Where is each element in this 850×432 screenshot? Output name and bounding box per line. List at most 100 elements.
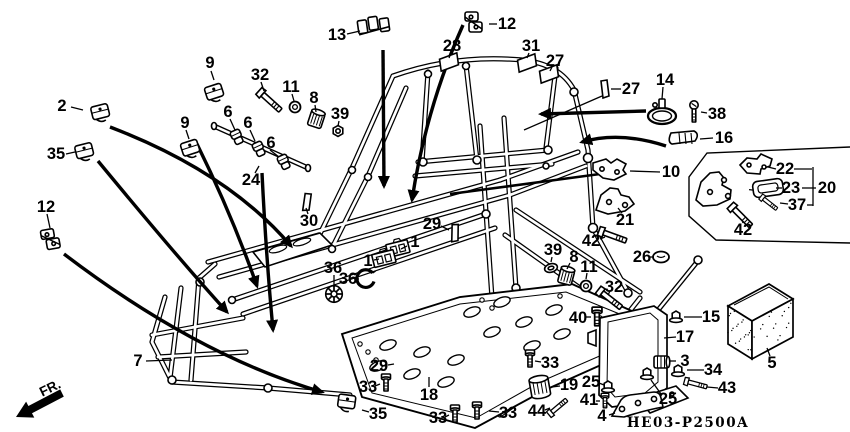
part-callout-26: 26 bbox=[633, 248, 654, 266]
part-number-label: 14 bbox=[656, 71, 675, 89]
part-callout-25: 25 bbox=[582, 373, 605, 391]
part-glyph-21-bracket21 bbox=[594, 187, 636, 215]
part-callout-44: 44 bbox=[528, 402, 551, 420]
part-number-label: 39 bbox=[544, 241, 562, 259]
part-number-label: 35 bbox=[369, 405, 387, 423]
part-glyph-33-boltV bbox=[380, 373, 392, 392]
part-callout-33: 33 bbox=[488, 404, 517, 422]
part-glyph-13-clip3 bbox=[356, 15, 391, 36]
part-glyph-9-clip bbox=[203, 82, 225, 103]
part-number-label: 9 bbox=[205, 54, 214, 72]
part-glyph-16-clip16 bbox=[668, 130, 699, 145]
part-glyph-20-bracket20 bbox=[695, 171, 732, 207]
part-glyph-1-buckle1 bbox=[371, 247, 397, 269]
part-callout-33: 33 bbox=[534, 354, 559, 372]
part-glyph-39-nut39 bbox=[332, 124, 344, 138]
part-callout-15: 15 bbox=[684, 308, 720, 326]
part-number-label: 8 bbox=[569, 248, 578, 266]
part-glyph-36-cRing36 bbox=[355, 268, 376, 289]
pointer-arrow bbox=[96, 159, 230, 315]
part-number-code: HE03-P2500A bbox=[627, 415, 749, 431]
part-glyph-35-clip bbox=[74, 142, 95, 162]
part-glyph-23-pad23 bbox=[748, 177, 785, 199]
part-glyph-37-boltA bbox=[758, 193, 779, 211]
part-glyph-30-flagV bbox=[301, 192, 313, 212]
part-number-label: 25 bbox=[582, 373, 600, 391]
pointer-arrows bbox=[62, 24, 667, 395]
part-number-label: 42 bbox=[734, 221, 752, 239]
part-callout-3: 3 bbox=[670, 352, 690, 370]
part-callout-23: 23 bbox=[776, 179, 800, 197]
part-callout-5: 5 bbox=[766, 347, 777, 372]
part-callout-28: 28 bbox=[443, 37, 461, 59]
part-glyph-25-nutFlange bbox=[600, 380, 616, 394]
part-number-label: 20 bbox=[818, 179, 836, 197]
part-glyph-27-flagV bbox=[600, 79, 610, 100]
part-callout-20: 20 bbox=[818, 179, 836, 197]
part-callout-11: 11 bbox=[282, 78, 300, 102]
part-callout-2: 2 bbox=[57, 97, 84, 115]
part-glyph-31-flag bbox=[516, 52, 538, 74]
part-number-label: 25 bbox=[659, 390, 677, 408]
part-callout-35: 35 bbox=[47, 145, 76, 163]
part-number-label: 27 bbox=[622, 80, 640, 98]
part-number-label: 12 bbox=[498, 15, 516, 33]
part-glyph-6-clamp6 bbox=[229, 128, 244, 146]
part-callout-38: 38 bbox=[700, 105, 726, 123]
part-number-label: 17 bbox=[676, 328, 694, 346]
part-glyph-34-nutFlange bbox=[670, 364, 686, 378]
part-callout-8: 8 bbox=[566, 248, 579, 270]
part-glyph-8-collar8 bbox=[557, 265, 576, 286]
part-callout-42: 42 bbox=[582, 232, 606, 250]
part-callout-40: 40 bbox=[569, 309, 591, 327]
part-number-label: 38 bbox=[708, 105, 726, 123]
part-number-label: 15 bbox=[702, 308, 720, 326]
part-glyph-11-ring bbox=[579, 279, 593, 293]
fr-arrow-icon bbox=[16, 389, 64, 418]
group-20-boundary-box bbox=[688, 146, 850, 244]
part-number-label: 23 bbox=[782, 179, 800, 197]
part-callout-16: 16 bbox=[699, 129, 733, 147]
part-callout-9: 9 bbox=[180, 114, 190, 140]
part-number-label: 27 bbox=[546, 52, 564, 70]
part-glyph-40-boltV bbox=[591, 306, 603, 327]
part-callout-4: 4 bbox=[597, 407, 616, 425]
part-number-label: 21 bbox=[616, 211, 634, 229]
part-glyph-44-boltA bbox=[545, 397, 569, 419]
part-number-label: 19 bbox=[560, 376, 578, 394]
part-glyph-9-clip bbox=[179, 138, 201, 159]
part-number-label: 41 bbox=[580, 391, 598, 409]
part-number-label: 40 bbox=[569, 309, 587, 327]
pointer-arrow bbox=[407, 24, 465, 203]
part-callout-6: 6 bbox=[223, 103, 236, 131]
part-callout-34: 34 bbox=[687, 361, 723, 379]
part-callout-6: 6 bbox=[243, 114, 256, 142]
part-glyph-2-clip bbox=[90, 103, 111, 123]
part-callout-33: 33 bbox=[359, 378, 381, 396]
part-callout-37: 37 bbox=[779, 196, 806, 214]
part-callout-27: 27 bbox=[611, 80, 640, 98]
part-glyph-6-clamp6 bbox=[276, 153, 291, 171]
part-callout-12: 12 bbox=[37, 198, 55, 229]
part-number-label: 11 bbox=[282, 78, 299, 96]
part-number-label: 34 bbox=[704, 361, 723, 379]
pointer-arrow bbox=[62, 252, 325, 395]
part-callout-36: 36 bbox=[324, 259, 342, 287]
part-glyph-33-boltV bbox=[524, 349, 536, 368]
part-callout-8: 8 bbox=[309, 89, 319, 113]
part-glyph-12-clip12 bbox=[39, 227, 61, 251]
part-number-label: 11 bbox=[580, 258, 597, 276]
part-number-label: 1 bbox=[363, 252, 372, 270]
part-glyph-11-ring bbox=[288, 100, 302, 114]
part-glyph-19-grommet19 bbox=[528, 374, 552, 400]
fr-direction-indicator: FR. bbox=[16, 376, 64, 418]
part-number-label: 33 bbox=[429, 409, 447, 427]
part-callout-43: 43 bbox=[706, 379, 736, 397]
pointer-arrow bbox=[579, 133, 667, 148]
part-glyph-39-washer bbox=[543, 262, 559, 274]
part-number-label: 29 bbox=[423, 215, 441, 233]
part-glyph-38-screwV bbox=[689, 100, 699, 123]
part-callout-17: 17 bbox=[663, 328, 694, 346]
part-number-label: 6 bbox=[266, 134, 275, 152]
